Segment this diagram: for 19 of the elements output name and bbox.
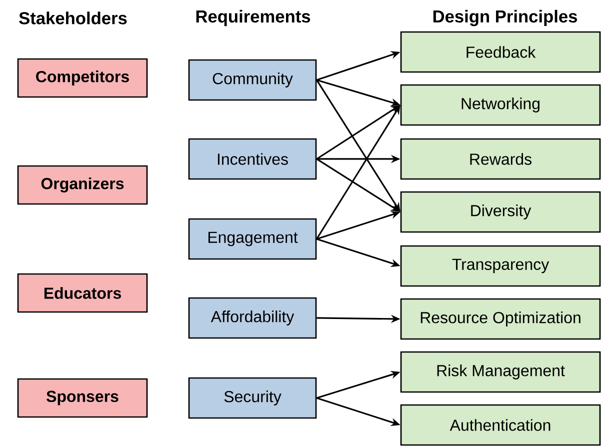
stakeholder-box: Competitors bbox=[17, 58, 148, 98]
requirement-box: Security bbox=[188, 377, 317, 419]
stakeholder-box: Sponsers bbox=[17, 378, 148, 418]
principle-box: Networking bbox=[400, 84, 601, 126]
principle-box: Resource Optimization bbox=[400, 298, 601, 340]
principle-box: Diversity bbox=[400, 191, 601, 233]
requirement-box: Affordability bbox=[188, 297, 317, 339]
requirement-box: Incentives bbox=[188, 138, 317, 180]
principle-box: Risk Management bbox=[400, 351, 601, 393]
requirement-box: Engagement bbox=[188, 218, 317, 260]
requirement-box: Community bbox=[188, 59, 317, 101]
column-heading: Stakeholders bbox=[19, 12, 127, 24]
principle-box: Rewards bbox=[400, 138, 601, 180]
stakeholder-box: Organizers bbox=[17, 165, 148, 205]
principle-box: Authentication bbox=[400, 404, 601, 446]
principle-box: Feedback bbox=[400, 31, 601, 73]
stakeholder-box: Educators bbox=[17, 273, 148, 313]
principle-box: Transparency bbox=[400, 245, 601, 287]
column-heading: Requirements bbox=[196, 10, 310, 26]
